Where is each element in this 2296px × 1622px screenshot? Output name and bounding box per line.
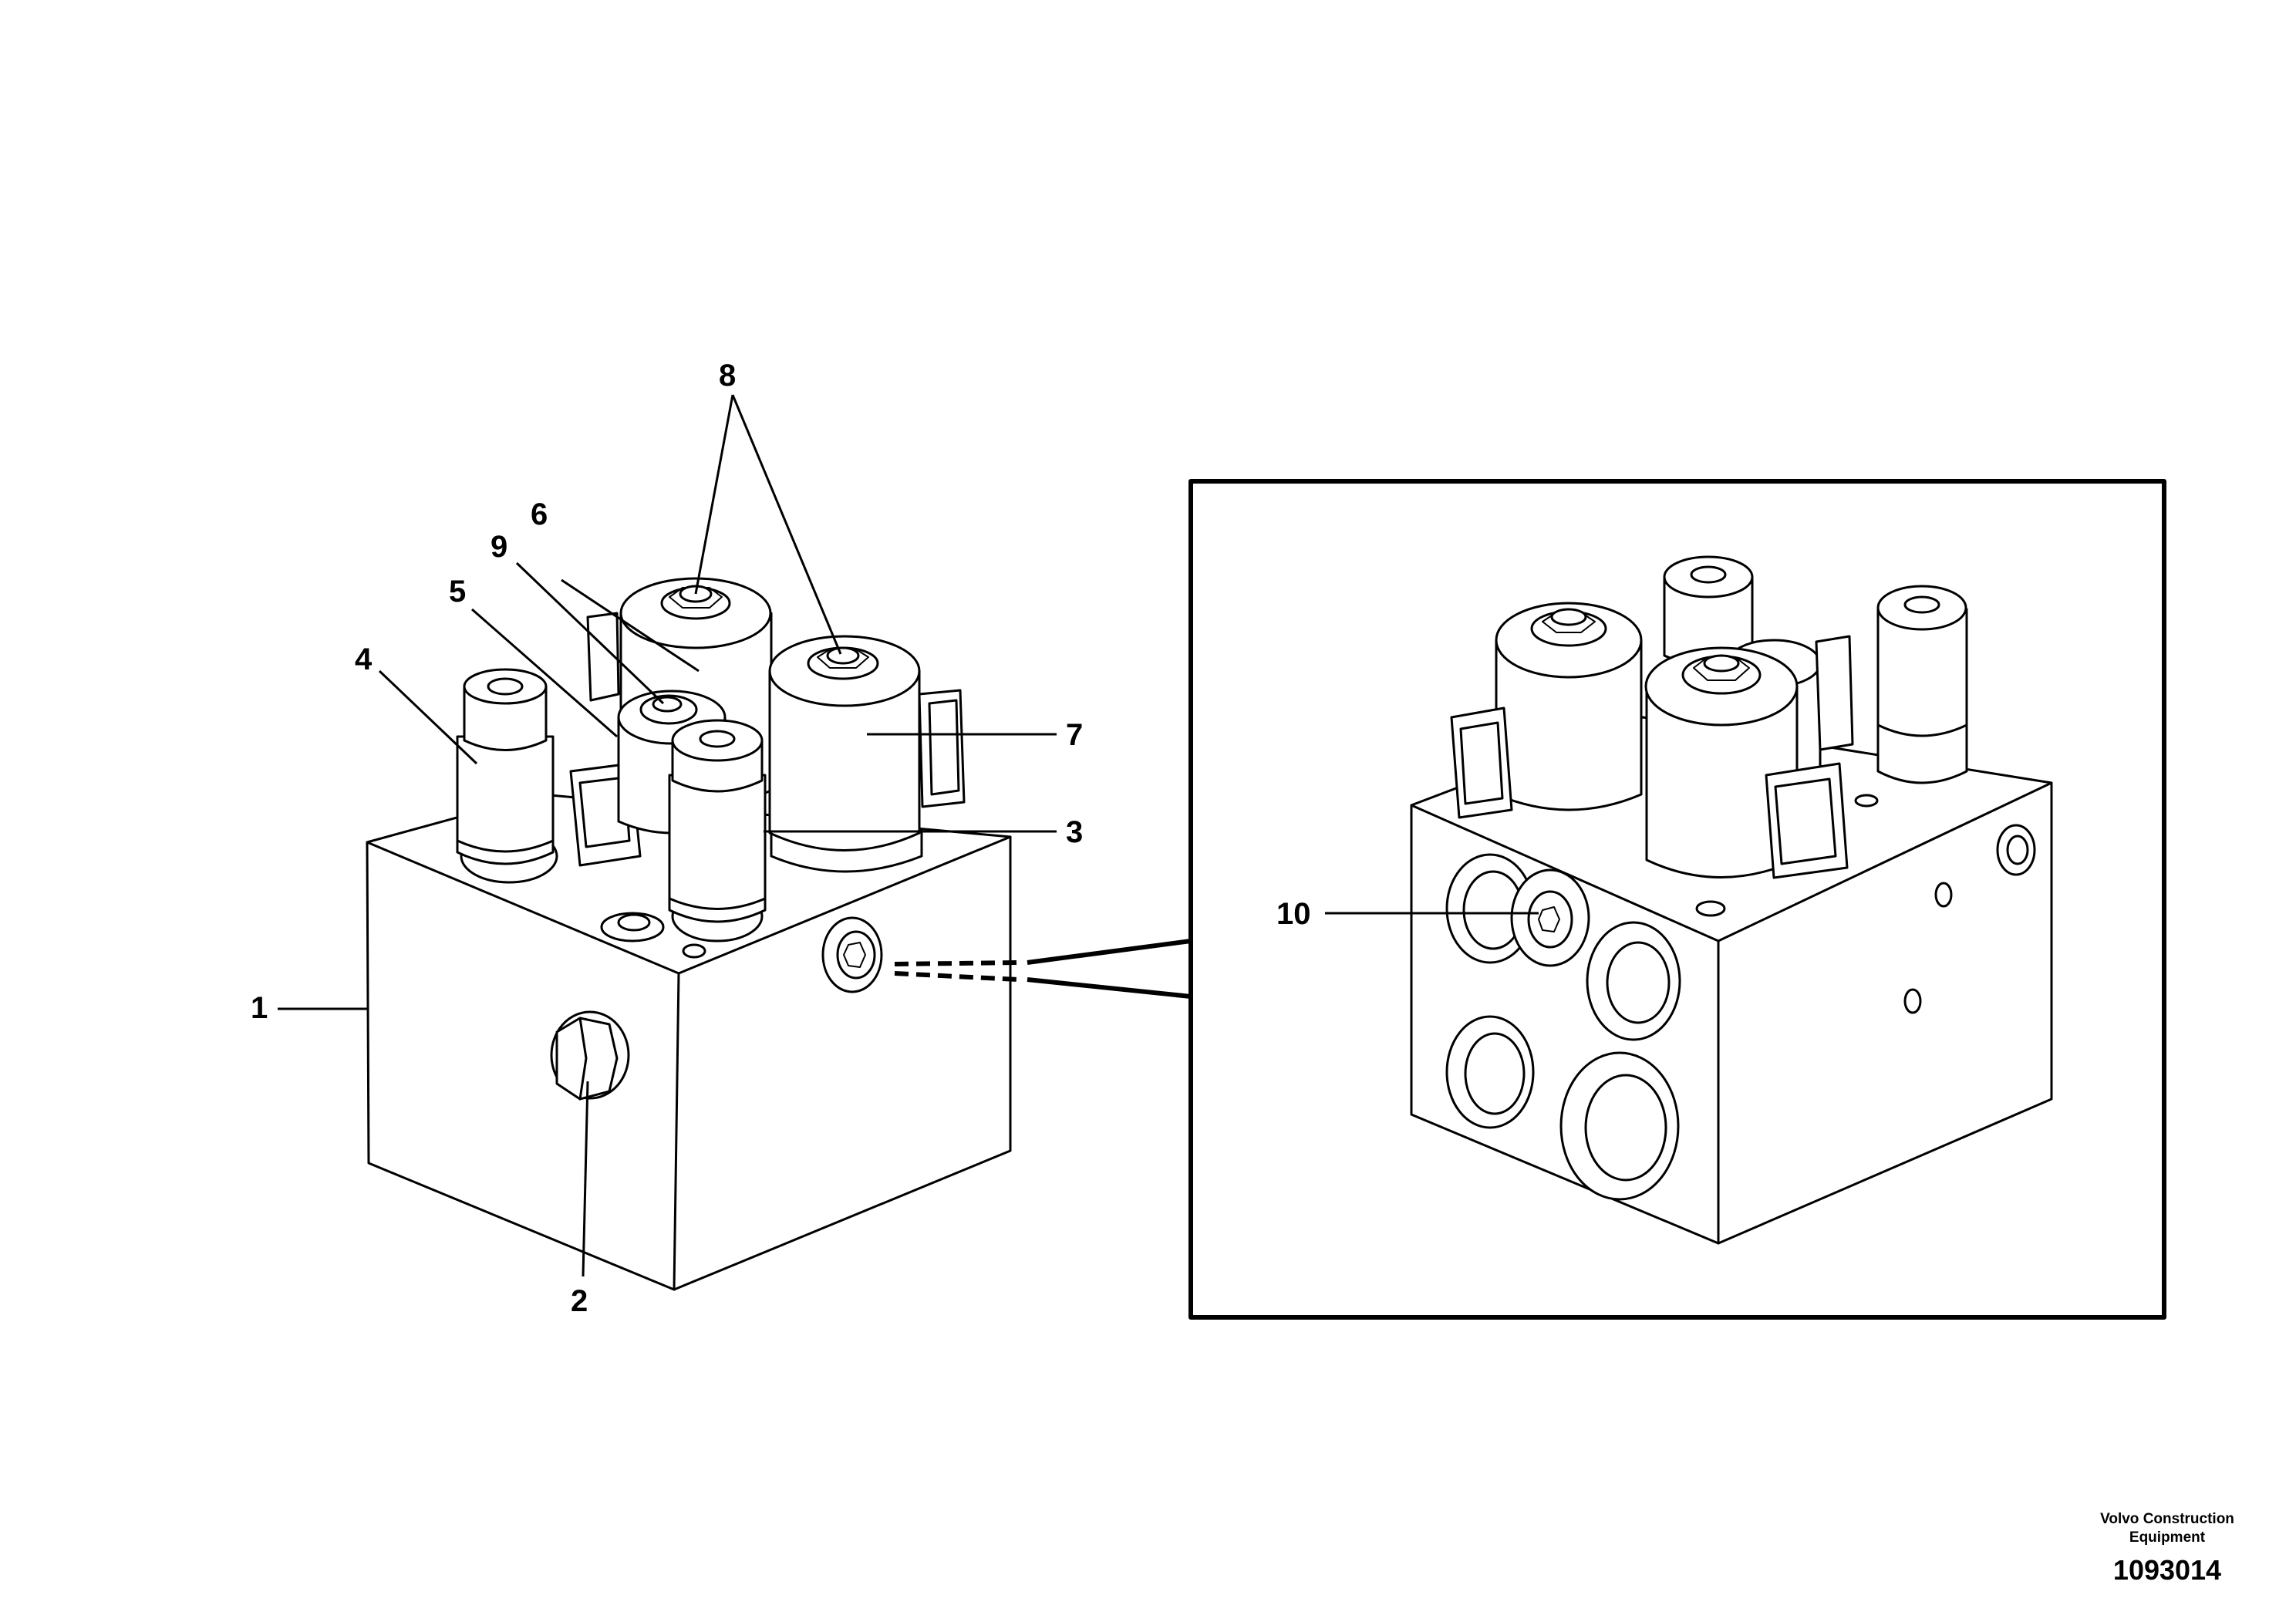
- callout-5: 5: [449, 575, 466, 609]
- detail-inset: [894, 479, 2166, 1320]
- valve-block-main-view: [366, 577, 1012, 1291]
- plug-10: [1510, 868, 1590, 967]
- solenoid-valve-7: [768, 635, 966, 873]
- callout-6: 6: [531, 497, 548, 531]
- solenoid-inset-front: [1644, 646, 1849, 879]
- callout-1: 1: [251, 991, 268, 1025]
- callout-8: 8: [719, 359, 736, 393]
- document-number: 1093014: [2112, 1554, 2222, 1586]
- side-port-plug: [821, 916, 883, 993]
- callout-9: 9: [491, 530, 507, 564]
- brand-footer: Volvo Construction Equipment 1093014: [2067, 1510, 2267, 1587]
- cartridge-valve-3: [668, 719, 767, 943]
- leader-lines: [278, 394, 1539, 1277]
- callout-7: 7: [1066, 718, 1083, 752]
- cartridge-valve-4: [456, 668, 558, 884]
- callout-labels: 1 2 3 4 5 6 7 8 9 10: [251, 359, 1311, 1318]
- hex-plug: [550, 1010, 630, 1101]
- top-plug: [600, 912, 665, 943]
- callout-3: 3: [1066, 815, 1083, 849]
- brand-line-1: Volvo Construction: [2100, 1511, 2234, 1527]
- callout-2: 2: [571, 1284, 588, 1318]
- solenoid-inset-left: [1450, 602, 1643, 819]
- brand-line-2: Equipment: [2129, 1529, 2206, 1546]
- callout-10: 10: [1276, 897, 1311, 931]
- callout-4: 4: [355, 642, 373, 676]
